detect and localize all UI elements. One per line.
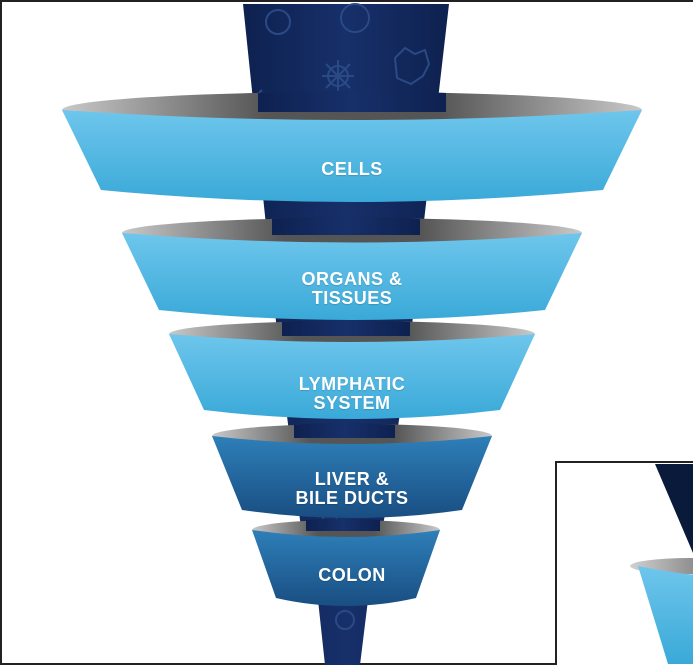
- stage-liver-band: [212, 423, 492, 518]
- stage-label-cells: CELLS: [321, 159, 383, 179]
- stage-label-colon: COLON: [318, 565, 386, 585]
- stage-label-organs-tissues: ORGANS & TISSUES: [301, 269, 403, 308]
- stage-colon-band: [252, 518, 440, 606]
- stage-cells-band: [62, 90, 642, 202]
- stage-label-liver-bile-ducts: LIVER & BILE DUCTS: [295, 469, 409, 508]
- inset-thumbnail: [555, 461, 693, 665]
- stage-lymphatic-band: [169, 320, 535, 419]
- stage-label-lymphatic-system: LYMPHATIC SYSTEM: [298, 374, 406, 413]
- stage-organs-band: [122, 216, 582, 320]
